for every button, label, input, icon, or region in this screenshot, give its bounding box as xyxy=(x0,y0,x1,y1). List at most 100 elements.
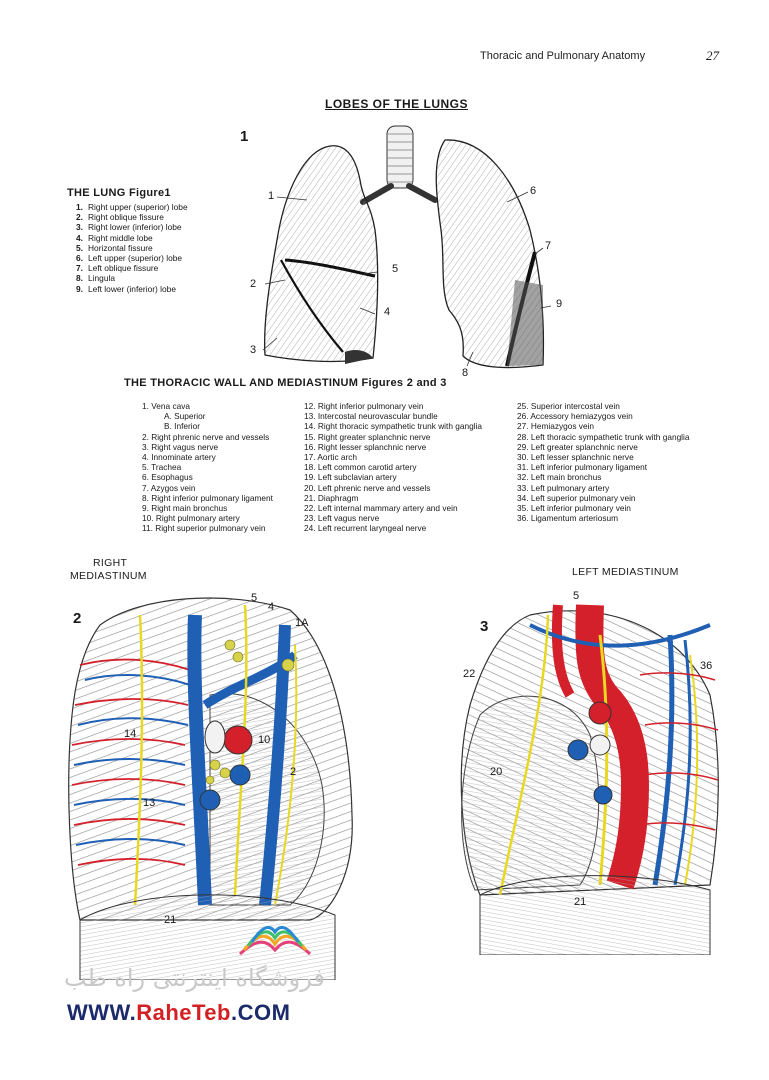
wall-legend-item: B. Inferior xyxy=(164,421,200,432)
wall-legend-item: 30. Left lesser splanchnic nerve xyxy=(517,452,634,463)
lung-legend-text: Right oblique fissure xyxy=(88,212,164,223)
right-mediastinum-illustration xyxy=(68,597,353,980)
wall-legend-item: 28. Left thoracic sympathetic trunk with… xyxy=(517,431,690,442)
lung-legend-number: 9. xyxy=(76,283,83,294)
wall-legend-item: 24. Left recurrent laryngeal nerve xyxy=(304,523,427,534)
fig2-label-21: 21 xyxy=(164,914,177,926)
lung-legend-text: Lingula xyxy=(88,273,116,284)
wall-legend-item: 25. Superior intercostal vein xyxy=(517,401,620,411)
wall-legend-item: 5. Trachea xyxy=(142,462,182,473)
page-title: LOBES OF THE LUNGS xyxy=(325,97,469,111)
figure2-number: 2 xyxy=(73,610,82,627)
wall-legend-item: 12. Right inferior pulmonary vein xyxy=(304,401,424,411)
fig1-label-5: 5 xyxy=(392,263,399,275)
lung-legend-number: 6. xyxy=(76,253,83,264)
fig1-label-2: 2 xyxy=(250,278,257,290)
lung-legend-number: 1. xyxy=(76,202,83,212)
fig1-label-8: 8 xyxy=(462,367,469,379)
thoracic-wall-heading: THE THORACIC WALL AND MEDIASTINUM Figure… xyxy=(124,377,447,389)
wall-legend-item: 22. Left internal mammary artery and vei… xyxy=(304,503,458,514)
figure2-title-line1: RIGHT xyxy=(93,557,128,569)
lung-legend-item: 9. Left lower (inferior) lobe xyxy=(76,284,188,294)
wall-legend-item: 15. Right greater splanchnic nerve xyxy=(304,431,431,442)
fig3-label-21: 21 xyxy=(574,896,587,908)
lung-legend-item: 1. Right upper (superior) lobe xyxy=(76,202,188,212)
url-suffix: .COM xyxy=(230,1000,291,1025)
lung-legend-number: 7. xyxy=(76,263,83,274)
fig2-label-10: 10 xyxy=(258,734,271,746)
wall-legend-item: 35. Left inferior pulmonary vein xyxy=(517,503,631,514)
wall-legend-item: 3. Right vagus nerve xyxy=(142,441,219,452)
lung-legend-text: Left oblique fissure xyxy=(88,263,159,274)
wall-legend-item: 7. Azygos vein xyxy=(142,482,196,493)
fig3-label-5: 5 xyxy=(573,590,580,602)
figure1-heading: THE LUNG Figure1 xyxy=(67,187,171,199)
fig2-label-13: 13 xyxy=(143,797,156,809)
left-mediastinum-illustration xyxy=(460,604,719,955)
wall-legend-item: 23. Left vagus nerve xyxy=(304,513,380,524)
wall-legend-item: 18. Left common carotid artery xyxy=(304,462,417,473)
fig2-label-1a: 1A xyxy=(295,617,309,629)
fig1-label-9: 9 xyxy=(556,298,563,310)
wall-legend-item: A. Superior xyxy=(164,411,206,422)
lung-legend-text: Left lower (inferior) lobe xyxy=(88,283,176,294)
fig2-label-14: 14 xyxy=(124,728,137,740)
figure3-title: LEFT MEDIASTINUM xyxy=(572,566,679,578)
fig1-label-7: 7 xyxy=(545,240,552,252)
page-number: 27 xyxy=(706,48,719,63)
lung-legend-text: Right middle lobe xyxy=(88,232,153,243)
wall-legend-item: 10. Right pulmonary artery xyxy=(142,513,240,524)
trachea-shape xyxy=(360,125,438,205)
lungs-illustration xyxy=(262,125,552,369)
lung-legend-item: 5.Horizontal fissure xyxy=(76,243,188,253)
lung-legend-number: 8. xyxy=(76,273,83,284)
wall-legend-item: 17. Aortic arch xyxy=(304,452,358,463)
wall-legend-item: 9. Right main bronchus xyxy=(142,503,228,514)
wall-legend-item: 27. Hemiazygos vein xyxy=(517,421,595,432)
wall-legend-item: 6. Esophagus xyxy=(142,472,193,483)
lung-legend-text: Right lower (inferior) lobe xyxy=(88,222,182,233)
wall-legend-item: 8. Right inferior pulmonary ligament xyxy=(142,492,273,503)
fig1-label-4: 4 xyxy=(384,306,391,318)
wall-legend-item: 26. Accessory hemiazygos vein xyxy=(517,411,633,422)
wall-legend-item: 16. Right lesser splanchnic nerve xyxy=(304,441,427,452)
wall-legend-item: 1. Vena cava xyxy=(142,401,190,411)
watermark-url[interactable]: WWW.RaheTeb.COM xyxy=(67,1000,290,1026)
lung-legend-item: 3. Right lower (inferior) lobe xyxy=(76,222,188,232)
wall-legend-item: 20. Left phrenic nerve and vessels xyxy=(304,482,431,493)
wall-legend-item: 4. Innominate artery xyxy=(142,452,216,463)
url-brand: RaheTeb xyxy=(136,1000,231,1025)
wall-legend-item: 33. Left pulmonary artery xyxy=(517,482,610,493)
lung-legend-item: 2.Right oblique fissure xyxy=(76,212,188,222)
lung-legend-text: Right upper (superior) lobe xyxy=(88,202,188,212)
wall-legend-item: 21. Diaphragm xyxy=(304,492,359,503)
fig2-label-4: 4 xyxy=(268,601,275,613)
lung-legend-text: Horizontal fissure xyxy=(88,242,153,253)
fig1-label-6: 6 xyxy=(530,185,537,197)
right-lung-shape xyxy=(263,145,379,363)
lung-legend-number: 4. xyxy=(76,232,83,243)
lung-legend-item: 7. Left oblique fissure xyxy=(76,263,188,273)
url-prefix: WWW. xyxy=(67,1000,137,1025)
fig3-label-22: 22 xyxy=(463,668,476,680)
wall-legend-item: 32. Left main bronchus xyxy=(517,472,602,483)
lung-legend-number: 3. xyxy=(76,222,83,233)
fig3-label-20: 20 xyxy=(490,766,503,778)
wall-legend-item: 29. Left greater splanchnic nerve xyxy=(517,441,638,452)
watermark-persian: فروشگاه اینترنتی راه طب xyxy=(64,964,325,992)
wall-legend-item: 36. Ligamentum arteriosum xyxy=(517,513,618,524)
figure3-number: 3 xyxy=(480,618,489,635)
wall-legend-item: 2. Right phrenic nerve and vessels xyxy=(142,431,270,442)
wall-legend-item: 34. Left superior pulmonary vein xyxy=(517,492,636,503)
wall-legend-item: 13. Intercostal neurovascular bundle xyxy=(304,411,438,422)
lung-legend-item: 6.Left upper (superior) lobe xyxy=(76,253,188,263)
figure1-number: 1 xyxy=(240,128,249,145)
figure2-title-line2: MEDIASTINUM xyxy=(70,570,147,582)
fig2-label-2: 2 xyxy=(290,766,297,778)
fig3-label-36: 36 xyxy=(700,660,713,672)
fig2-label-5: 5 xyxy=(251,592,258,604)
running-title: Thoracic and Pulmonary Anatomy xyxy=(480,50,646,62)
